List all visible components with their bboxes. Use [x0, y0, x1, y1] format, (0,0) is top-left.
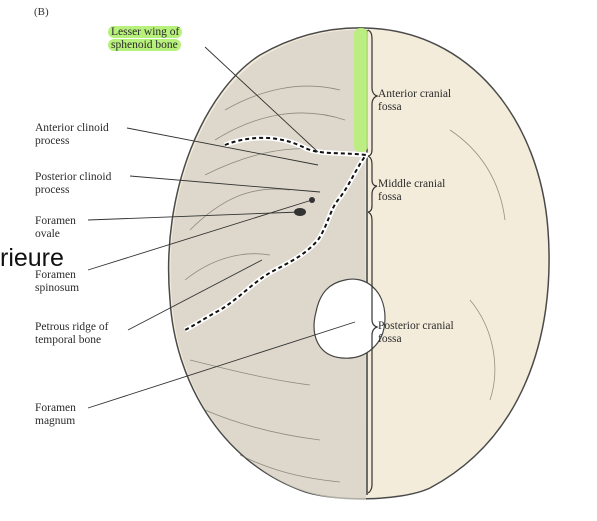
label-posterior-fossa: Posterior cranial fossa [378, 320, 454, 345]
label-posterior-clinoid: Posterior clinoid process [35, 171, 112, 196]
label-anterior-clinoid: Anterior clinoid process [35, 122, 109, 147]
leader-lines [87, 46, 356, 409]
label-foramen-ovale: Foramen ovale [35, 215, 76, 240]
shaded-left-half [170, 29, 366, 500]
label-middle-fossa: Middle cranial fossa [378, 178, 446, 203]
label-foramen-spinosum: Foramen spinosum [35, 269, 80, 294]
foramen-magnum [313, 278, 386, 359]
fossa-brackets [367, 29, 379, 494]
label-petrous-ridge: Petrous ridge of temporal bone [35, 321, 109, 346]
label-anterior-fossa: Anterior cranial fossa [378, 88, 452, 113]
lesser-wing-highlight [354, 28, 368, 152]
panel-letter: (B) [34, 6, 49, 18]
overlay-text: rieure [0, 244, 64, 272]
label-lesser-wing: Lesser wing of sphenoid bone [108, 26, 183, 52]
shading-strokes [184, 85, 506, 483]
label-foramen-magnum: Foramen magnum [35, 402, 76, 427]
